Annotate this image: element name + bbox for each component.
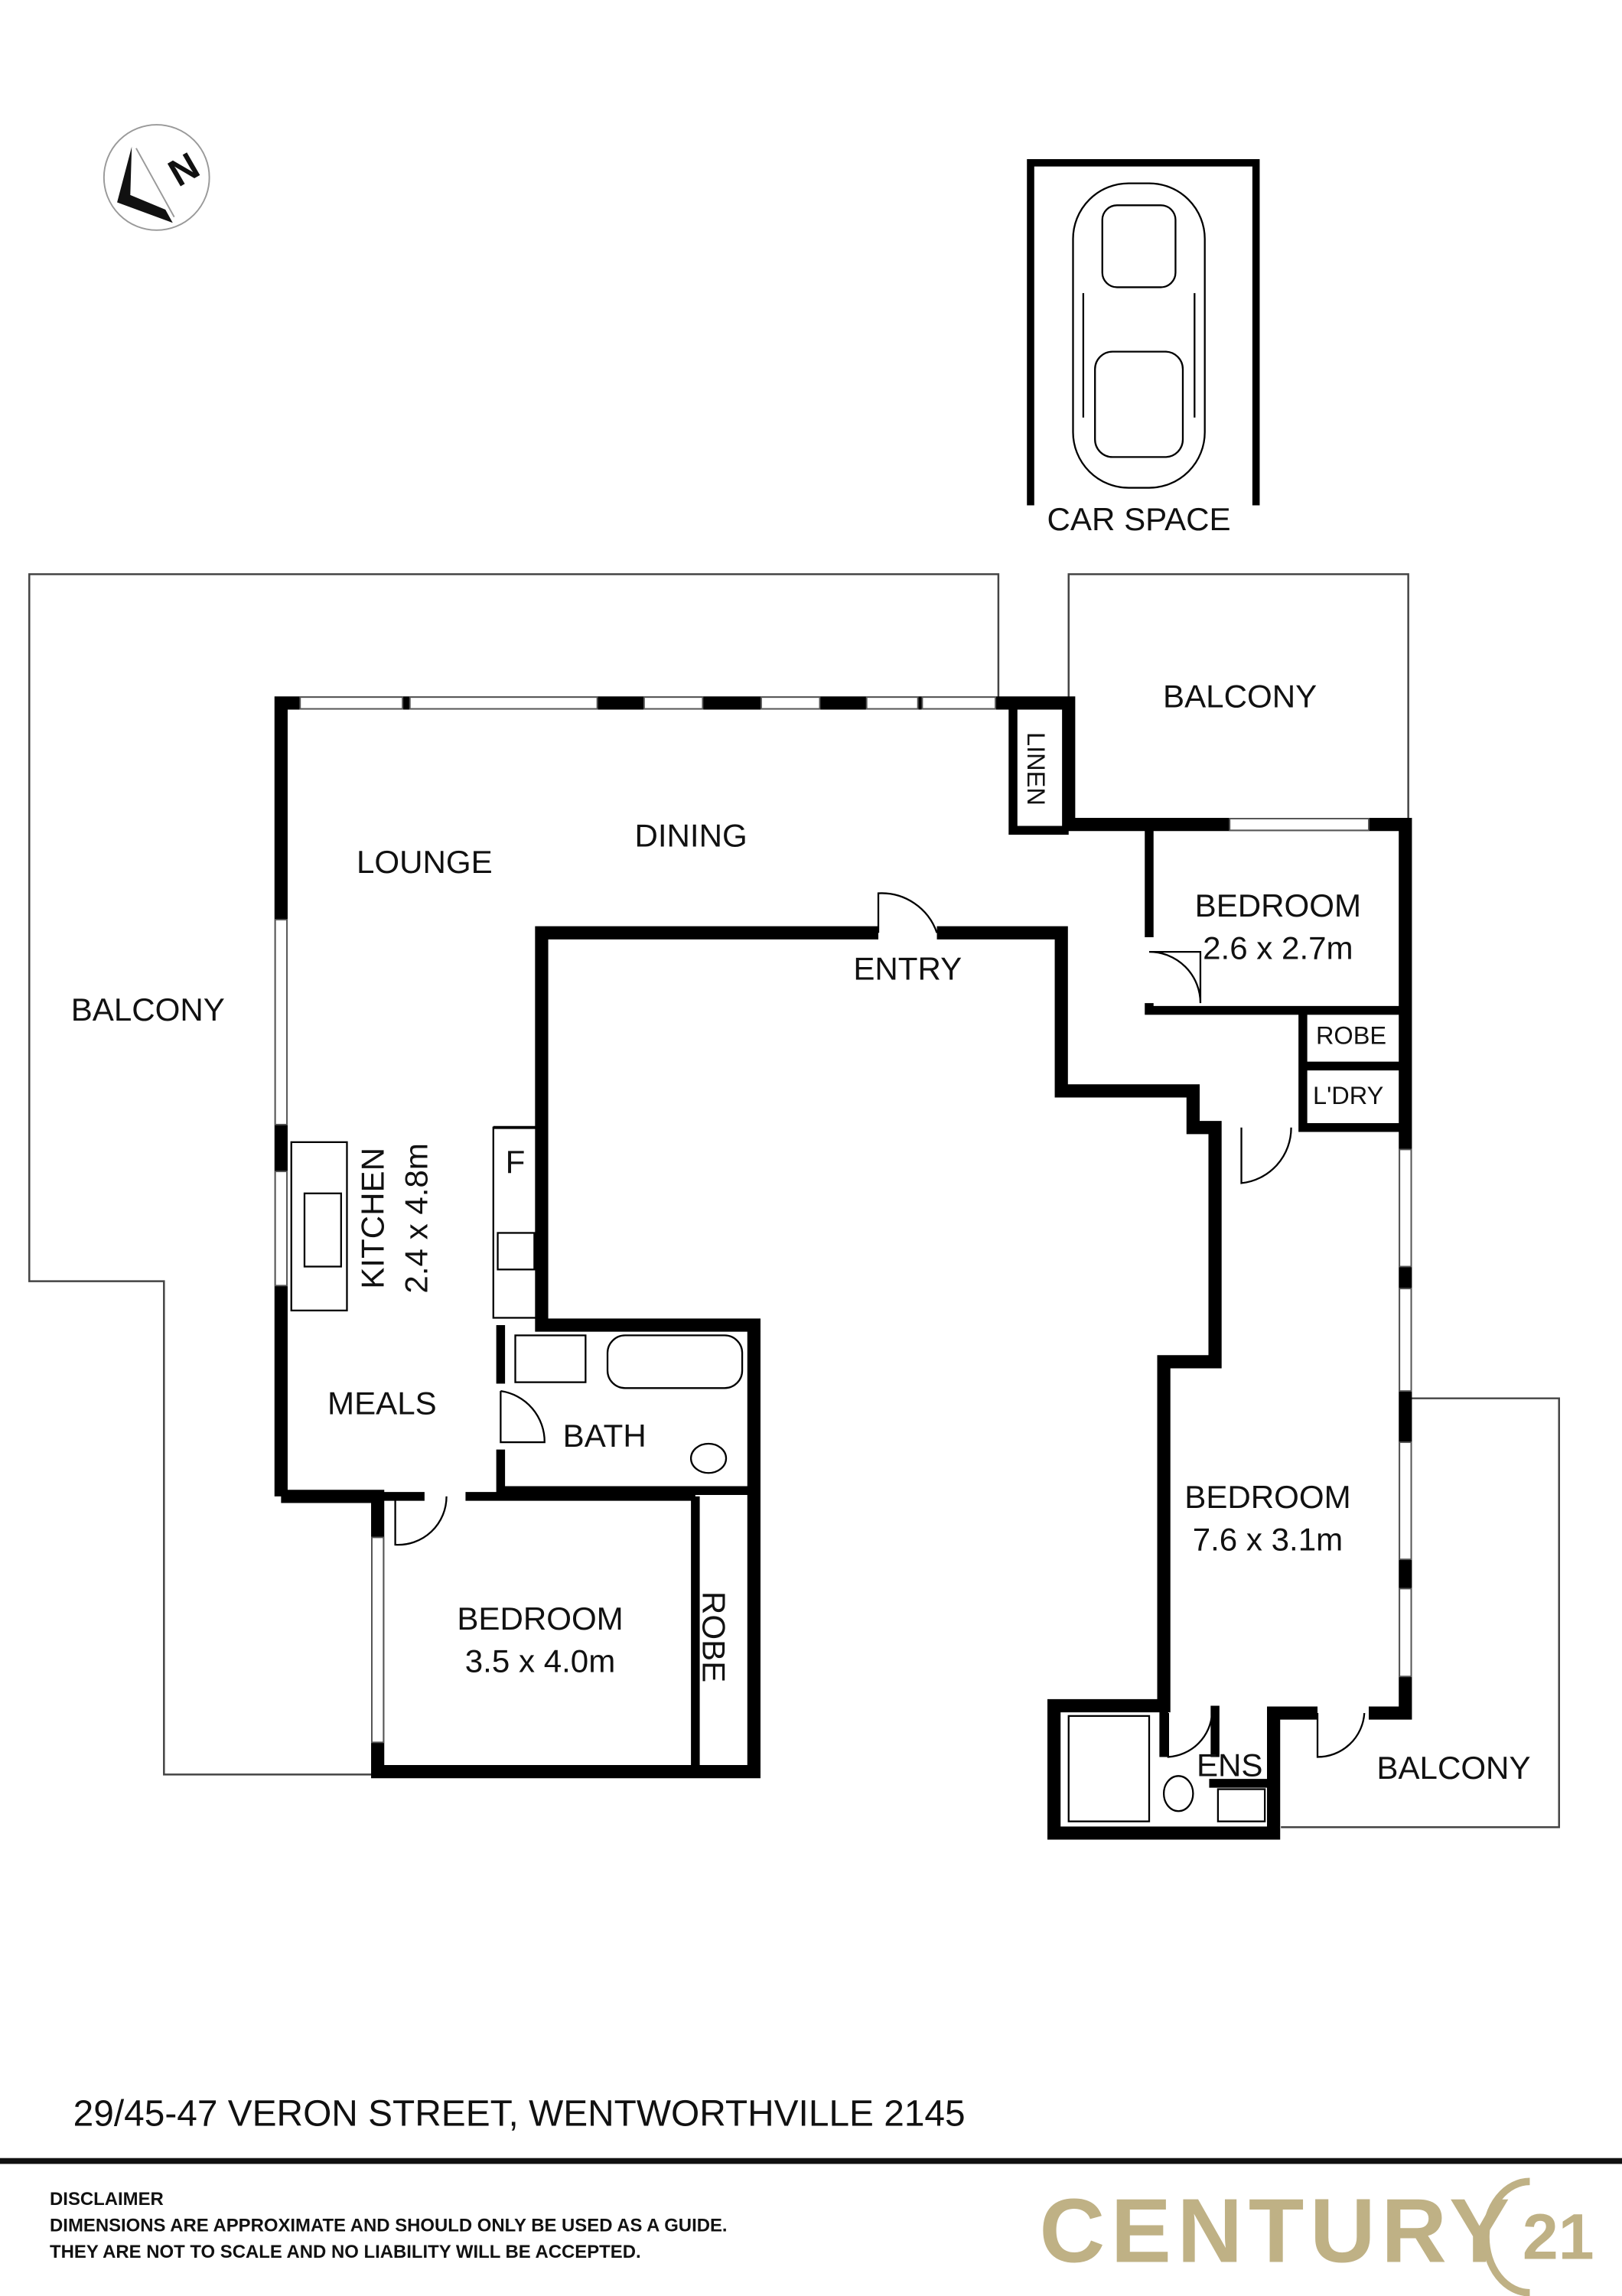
- meals-label: MEALS: [327, 1386, 437, 1422]
- bedroom-left-size: 3.5 x 4.0m: [465, 1643, 615, 1679]
- dining-label: DINING: [634, 817, 747, 853]
- fridge-label: F: [506, 1144, 526, 1180]
- balcony-bottom-right-label: BALCONY: [1376, 1750, 1530, 1786]
- balcony-left-outline: [28, 573, 1000, 1776]
- bedroom-small-label: BEDROOM: [1195, 887, 1361, 923]
- disclaimer-line-1: DIMENSIONS ARE APPROXIMATE AND SHOULD ON…: [50, 2215, 728, 2236]
- property-address: 29/45-47 VERON STREET, WENTWORTHVILLE 21…: [73, 2094, 966, 2135]
- kitchen-label: KITCHEN: [354, 1148, 390, 1289]
- north-compass-icon: N: [103, 124, 210, 231]
- lounge-label: LOUNGE: [357, 844, 493, 880]
- balcony-top-outline: [1067, 573, 1409, 825]
- robe-left-label: ROBE: [695, 1591, 731, 1682]
- kitchen-size: 2.4 x 4.8m: [399, 1143, 435, 1293]
- robe-small-label: ROBE: [1316, 1022, 1386, 1050]
- ensuite-basin-icon: [1216, 1788, 1266, 1822]
- bedroom-small-size: 2.6 x 2.7m: [1203, 930, 1353, 966]
- windows: [274, 696, 1412, 1744]
- balcony-right-outline: [1281, 1397, 1560, 1829]
- interior-walls: [290, 702, 1405, 1788]
- balcony-left-label: BALCONY: [71, 992, 225, 1028]
- bath-label: BATH: [563, 1418, 647, 1454]
- bedroom-left-label: BEDROOM: [457, 1601, 623, 1637]
- shower-icon: [1067, 1715, 1151, 1822]
- ensuite-toilet-icon: [1162, 1775, 1194, 1812]
- bedroom-master-size: 7.6 x 3.1m: [1193, 1522, 1343, 1558]
- basin-icon: [514, 1334, 587, 1383]
- disclaimer-title: DISCLAIMER: [50, 2189, 164, 2210]
- linen-label: LINEN: [1022, 732, 1050, 806]
- laundry-label: L'DRY: [1313, 1082, 1383, 1109]
- car-space: [1027, 159, 1260, 506]
- toilet-icon: [689, 1442, 728, 1474]
- ensuite-label: ENS: [1197, 1747, 1263, 1783]
- car-space-label: CAR SPACE: [1047, 501, 1231, 537]
- svg-text:21: 21: [1523, 2201, 1594, 2273]
- svg-text:CENTURY: CENTURY: [1039, 2181, 1515, 2282]
- fixtures: [303, 1192, 1266, 1822]
- sink-icon: [303, 1192, 342, 1268]
- car-icon: [1072, 182, 1206, 489]
- disclaimer-line-2: THEY ARE NOT TO SCALE AND NO LIABILITY W…: [50, 2242, 641, 2262]
- cooktop-icon: [497, 1232, 536, 1271]
- door-swings: [394, 892, 1366, 1758]
- footer-divider: [0, 2158, 1622, 2164]
- century21-logo: CENTURY 21: [1039, 2177, 1594, 2296]
- entry-label: ENTRY: [853, 950, 962, 986]
- bathtub-icon: [606, 1334, 744, 1389]
- balcony-top-label: BALCONY: [1163, 679, 1317, 715]
- bedroom-master-label: BEDROOM: [1184, 1479, 1350, 1515]
